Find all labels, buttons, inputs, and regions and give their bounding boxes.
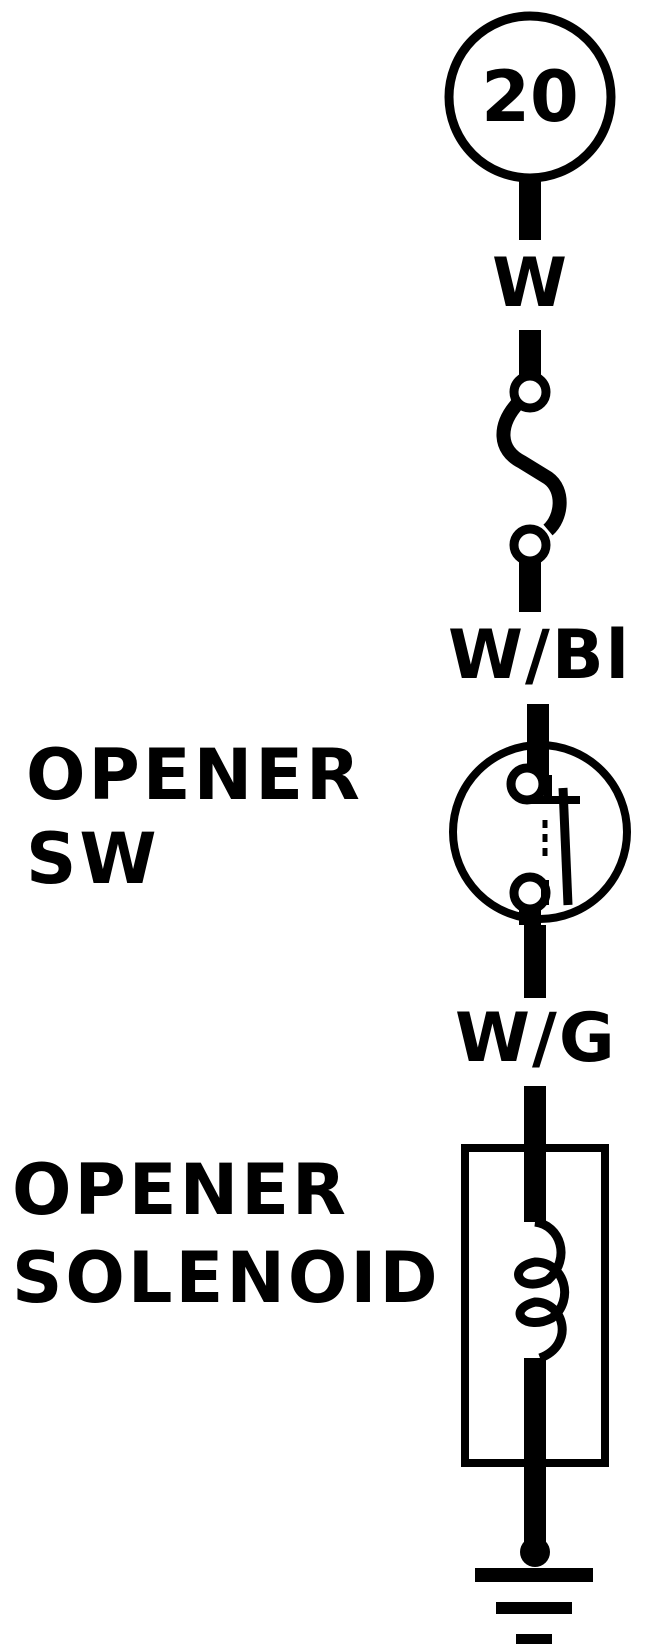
wire-label-top: W (492, 244, 570, 323)
wire-label-bottom: W/G (455, 999, 617, 1078)
opener-solenoid-symbol (461, 1144, 609, 1467)
switch-label-line1: OPENER (26, 734, 363, 816)
opener-switch-symbol (449, 741, 631, 925)
solenoid-label-line1: OPENER (12, 1149, 349, 1231)
solenoid-label-line2: SOLENOID (12, 1237, 441, 1319)
switch-label-line2: SW (26, 818, 160, 900)
wire-label-middle: W/Bl (448, 616, 631, 695)
connector-number: 20 (481, 56, 579, 138)
ground-symbol (475, 1537, 593, 1644)
fuse-symbol (496, 371, 567, 566)
